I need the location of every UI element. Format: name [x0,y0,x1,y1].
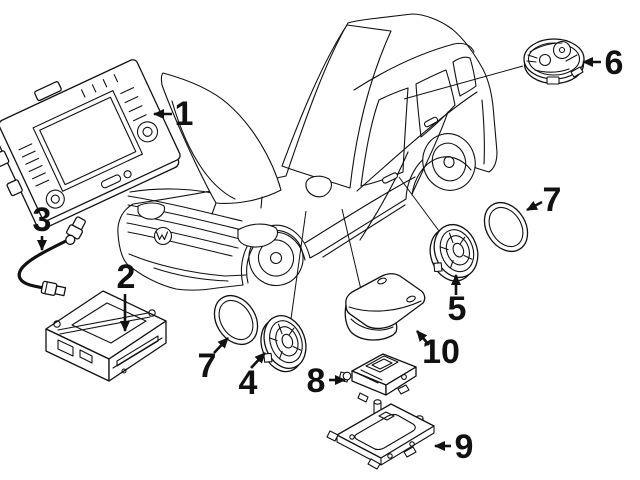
part-door-speaker-front [260,315,307,373]
front-door-handle [381,172,399,184]
radio-bracket-tab [0,150,10,168]
grille-details [126,188,247,282]
radio-knob-right [136,121,159,143]
headlight-left [137,202,166,220]
callout-6: 6 [582,44,624,82]
part-mounting-bracket [326,399,435,470]
body-crease [304,176,416,244]
quarter-window [452,56,477,97]
cable-wire [17,236,74,291]
part-radio-head-unit [0,59,181,230]
callout-7-front-label: 7 [198,347,217,385]
radio-buttons [18,74,147,187]
roof-rail-line [353,42,475,91]
rear-wheel [422,133,476,191]
callout-4: 4 [239,352,266,402]
part-door-speaker-rear [429,223,479,282]
part-trim-ring-rear [483,201,529,253]
callout-4-label: 4 [239,364,258,402]
callout-6-label: 6 [605,44,624,82]
callout-2-label: 2 [117,258,136,296]
part-roof-antenna [523,38,585,85]
amp-front-face [108,320,167,382]
callout-10: 10 [416,330,460,371]
cover-top [345,273,426,330]
callout-3: 3 [33,201,52,251]
antenna-mast-mount [552,40,572,60]
callout-7-front: 7 [198,337,229,385]
callout-2: 2 [117,258,136,332]
vw-badge [153,226,173,246]
radio-front-panel [0,59,181,222]
callout-8: 8 [307,362,346,400]
rocker-line [322,204,406,258]
callout-10-arrow [416,330,430,346]
callout-7-rear-arrow [526,200,543,212]
open-hood [160,72,282,215]
rear-door-window [415,69,456,138]
leader-to-antenna [403,65,524,100]
callout-7-front-arrow [213,337,229,354]
rear-wheel-arch [411,156,472,196]
callout-9-label: 9 [455,428,474,466]
radio-screen [32,90,143,192]
part-amplifier-unit [45,290,167,382]
callout-7-rear: 7 [526,181,562,219]
leader-to-speaker-front [290,210,307,320]
callout-10-label: 10 [422,333,460,371]
callout-7-rear-label: 7 [543,181,562,219]
speaker-dust-cap [452,242,465,258]
callout-9: 9 [434,428,474,466]
vehicle-outline [117,13,498,291]
tailgate-seam [481,99,485,165]
cable-connector-top [65,216,86,245]
part-control-module [338,353,417,403]
headlight-right [237,223,279,248]
callout-4-arrow [250,352,266,369]
part-module-cover [344,273,426,341]
callout-1-label: 1 [175,95,194,133]
bracket-opening [354,413,416,451]
leader-to-speaker-rear [398,176,440,232]
part-trim-ring-front [213,294,259,346]
module-connector [365,355,399,373]
radio-knob-left [45,189,65,209]
cable-connector-bottom [40,280,67,297]
leader-to-cover [341,208,363,295]
beltline [356,91,478,192]
leader-lines [290,65,524,320]
rear-door-seam [411,111,449,195]
front-door-seam [359,151,409,241]
rear-door-handle [423,116,439,128]
callout-5: 5 [448,274,467,328]
speaker-dust-cap [281,333,294,349]
callout-8-label: 8 [307,362,326,400]
callout-5-label: 5 [448,290,467,328]
callout-3-label: 3 [33,201,52,239]
antenna-tab [546,76,560,85]
callout-1: 1 [153,95,194,133]
part-antenna-cable [17,216,86,297]
side-mirror [305,175,333,198]
